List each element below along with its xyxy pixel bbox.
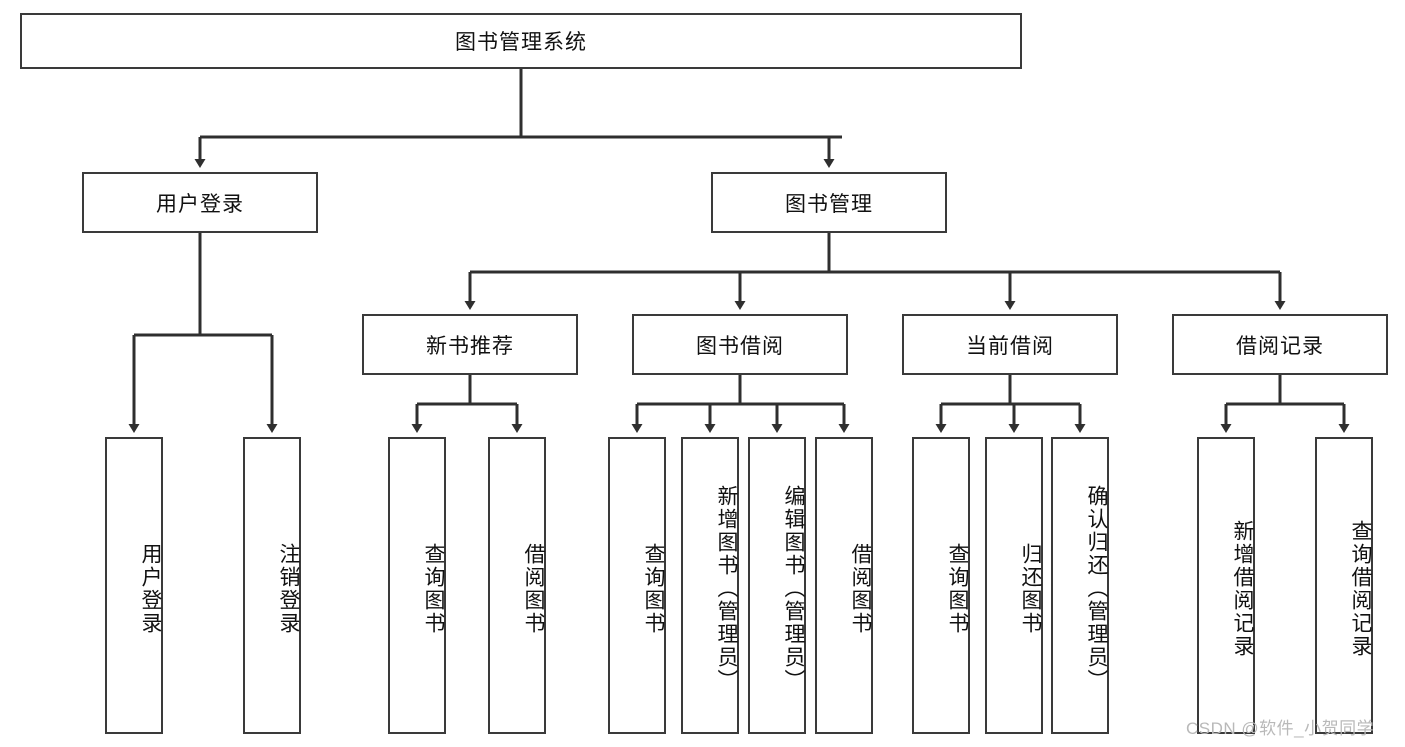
node-leaf-query-book-c-label: 查询图书 xyxy=(946,542,969,635)
node-leaf-query-book-a-label: 查询图书 xyxy=(422,542,445,635)
node-leaf-borrow-book-b-label: 借阅图书 xyxy=(849,542,872,635)
node-leaf-logout[interactable]: 注销登录 xyxy=(243,437,301,734)
node-leaf-add-book-label: 新增图书（管理员） xyxy=(715,485,738,692)
node-leaf-query-book-b-label: 查询图书 xyxy=(642,542,665,635)
node-leaf-add-borrow-record-label: 新增借阅记录 xyxy=(1231,519,1254,658)
node-leaf-confirm-return[interactable]: 确认归还（管理员） xyxy=(1051,437,1109,734)
node-user-login[interactable]: 用户登录 xyxy=(82,172,318,233)
node-new-book-recommend[interactable]: 新书推荐 xyxy=(362,314,578,375)
node-root[interactable]: 图书管理系统 xyxy=(20,13,1022,69)
node-leaf-borrow-book-a[interactable]: 借阅图书 xyxy=(488,437,546,734)
node-leaf-query-book-c[interactable]: 查询图书 xyxy=(912,437,970,734)
watermark: CSDN @软件_小贺同学 xyxy=(1186,719,1375,738)
node-current-borrow[interactable]: 当前借阅 xyxy=(902,314,1118,375)
node-leaf-add-borrow-record[interactable]: 新增借阅记录 xyxy=(1197,437,1255,734)
node-book-management-label: 图书管理 xyxy=(785,192,873,216)
node-leaf-query-book-a[interactable]: 查询图书 xyxy=(388,437,446,734)
node-borrow-record[interactable]: 借阅记录 xyxy=(1172,314,1388,375)
node-current-borrow-label: 当前借阅 xyxy=(966,334,1054,358)
node-book-management[interactable]: 图书管理 xyxy=(711,172,947,233)
node-borrow-record-label: 借阅记录 xyxy=(1236,334,1324,358)
node-leaf-query-borrow-record[interactable]: 查询借阅记录 xyxy=(1315,437,1373,734)
node-leaf-return-book-label: 归还图书 xyxy=(1019,542,1042,635)
node-leaf-query-borrow-record-label: 查询借阅记录 xyxy=(1349,519,1372,658)
node-leaf-query-book-b[interactable]: 查询图书 xyxy=(608,437,666,734)
node-leaf-add-book[interactable]: 新增图书（管理员） xyxy=(681,437,739,734)
node-leaf-edit-book[interactable]: 编辑图书（管理员） xyxy=(748,437,806,734)
node-book-borrow-label: 图书借阅 xyxy=(696,334,784,358)
node-leaf-borrow-book-a-label: 借阅图书 xyxy=(522,542,545,635)
node-root-label: 图书管理系统 xyxy=(455,31,587,54)
node-leaf-return-book[interactable]: 归还图书 xyxy=(985,437,1043,734)
node-book-borrow[interactable]: 图书借阅 xyxy=(632,314,848,375)
node-leaf-user-login-label: 用户登录 xyxy=(139,542,162,635)
node-leaf-borrow-book-b[interactable]: 借阅图书 xyxy=(815,437,873,734)
node-new-book-recommend-label: 新书推荐 xyxy=(426,334,514,358)
node-leaf-user-login[interactable]: 用户登录 xyxy=(105,437,163,734)
node-leaf-confirm-return-label: 确认归还（管理员） xyxy=(1085,485,1108,692)
node-leaf-logout-label: 注销登录 xyxy=(277,542,300,635)
node-leaf-edit-book-label: 编辑图书（管理员） xyxy=(782,485,805,692)
node-user-login-label: 用户登录 xyxy=(156,192,244,216)
